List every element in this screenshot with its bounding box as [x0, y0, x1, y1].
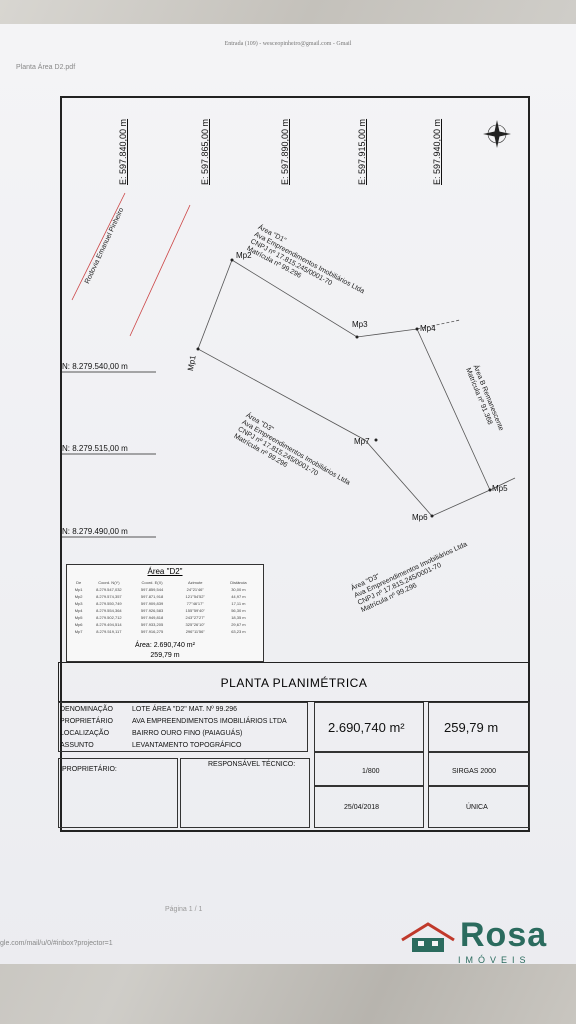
- highway-line-1: [71, 192, 126, 301]
- highway-line-2: [129, 204, 191, 337]
- perimeter-value: 259,79 m: [444, 720, 499, 735]
- northing-label: N: 8.279.515,00 m: [62, 444, 128, 453]
- printed-sheet: [0, 24, 576, 964]
- northing-label: N: 8.279.540,00 m: [62, 362, 128, 371]
- easting-label: E: 597.890,00 m: [280, 118, 290, 185]
- datum-cell: [428, 752, 530, 786]
- vertex-mp3: [355, 335, 359, 339]
- field-label: PROPRIETÁRIO: [60, 718, 113, 725]
- easting-label: E: 597.840,00 m: [118, 118, 128, 185]
- vertex-mp5: [488, 488, 492, 492]
- easting-label: E: 597.865,00 m: [200, 118, 210, 185]
- datum-value: SIRGAS 2000: [452, 768, 496, 775]
- vertex-mp6: [430, 514, 434, 518]
- compass-icon: [483, 120, 511, 148]
- scale-cell: [314, 752, 424, 786]
- sheet-cell: [428, 786, 530, 828]
- vertex-label: Mp5: [492, 484, 508, 493]
- file-name: Planta Área D2.pdf: [16, 64, 76, 71]
- vertex-label: Mp3: [352, 320, 368, 329]
- plan-title: PLANTA PLANIMÉTRICA: [58, 662, 530, 702]
- vertex-label: Mp7: [354, 437, 370, 446]
- title-block: PLANTA PLANIMÉTRICA DENOMINAÇÃO LOTE ÁRE…: [58, 662, 530, 832]
- owner-cell: [58, 758, 178, 828]
- area-cell: [314, 702, 424, 752]
- print-url: gle.com/mail/u/0/#inbox?projector=1: [0, 940, 113, 947]
- vertex-label: Mp2: [236, 251, 252, 260]
- description-block: [58, 702, 308, 752]
- field-value: AVA EMPREENDIMENTOS IMOBILIÁRIOS LTDA: [132, 718, 287, 725]
- scale-value: 1/800: [362, 768, 380, 775]
- northing-label: N: 8.279.490,00 m: [62, 527, 128, 536]
- date-value: 25/04/2018: [344, 804, 380, 811]
- rosa-imoveis-logo: Rosa IMÓVEIS: [398, 916, 568, 968]
- map-frame: [60, 96, 530, 832]
- vertex-mp4: [415, 327, 419, 331]
- area-value: 2.690,740 m²: [328, 720, 405, 735]
- boundary-extension: [416, 319, 461, 330]
- field-value: LEVANTAMENTO TOPOGRÁFICO: [132, 742, 242, 749]
- vertex-mp1: [196, 347, 200, 351]
- vertex-label: Mp4: [420, 324, 436, 333]
- field-label: ASSUNTO: [60, 742, 94, 749]
- easting-label: E: 597.940,00 m: [432, 118, 442, 185]
- easting-label: E: 597.915,00 m: [357, 118, 367, 185]
- area-d2-boundary: [197, 259, 491, 517]
- page-indicator: Página 1 / 1: [165, 906, 203, 913]
- vertex-mp2: [230, 258, 234, 262]
- perimeter-cell: [428, 702, 530, 752]
- sheet-value: ÚNICA: [466, 804, 488, 811]
- table-perimeter: 259,79 m: [150, 652, 180, 659]
- field-value: LOTE ÁREA "D2" MAT. Nº 99.296: [132, 706, 238, 713]
- date-cell: [314, 786, 424, 828]
- vertex-mp7: [374, 438, 378, 442]
- table-title: Área "D2": [147, 567, 183, 576]
- responsible-cell: [180, 758, 310, 828]
- field-value: BAIRRO OURO FINO (PAIAGUÁS): [132, 730, 243, 737]
- vertex-label: Mp6: [412, 513, 428, 522]
- owner-label: PROPRIETÁRIO:: [62, 766, 117, 773]
- house-icon: [401, 922, 455, 952]
- boundary-extension-right: [489, 477, 516, 491]
- field-label: DENOMINAÇÃO: [60, 706, 113, 713]
- print-header: Entrada (109) - wesceopinheiro@gmail.com…: [224, 41, 352, 47]
- table-area: Área: 2.690,740 m²: [135, 642, 195, 649]
- field-label: LOCALIZAÇÃO: [60, 730, 110, 737]
- responsible-label: RESPONSÁVEL TÉCNICO:: [208, 761, 296, 768]
